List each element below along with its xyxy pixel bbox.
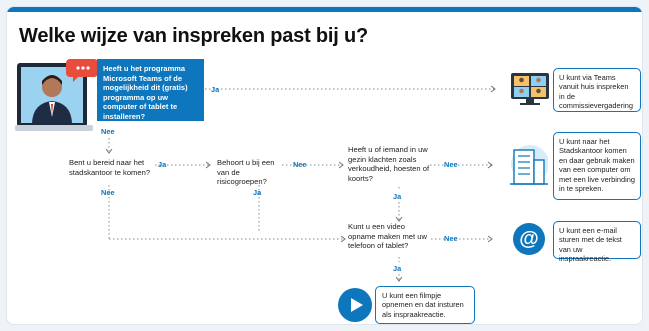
flowchart-page: Welke wijze van inspreken past bij u? [6,6,643,325]
label-ja-teams: Ja [211,85,220,94]
label-ja-q5: Ja [393,264,402,273]
outcome-video: U kunt een filmpje opnemen en dat instur… [375,286,475,324]
question-risicogroep: Behoort u bij een van de risicogroepen? [217,158,275,187]
svg-text:@: @ [519,228,539,250]
question-video: Kunt u een video opname maken met uw tel… [348,222,427,251]
question-klachten: Heeft u of iemand in uw gezin klachten z… [348,145,430,183]
question-teams: Heeft u het programma Microsoft Teams of… [97,59,204,121]
video-call-icon [510,71,550,107]
label-ja-q2: Ja [158,160,167,169]
outcome-email: U kunt een e-mail sturen met de tekst va… [553,221,641,263]
question-stadskantoor: Bent u bereid naar het stadskantoor te k… [69,158,151,177]
label-nee-q5: Nee [444,234,458,243]
label-nee-q1: Nee [101,127,115,136]
at-sign-icon: @ [512,222,546,256]
play-icon [338,288,372,322]
accent-bar [7,7,642,12]
label-nee-q2: Nee [101,188,115,197]
outcome-teams: U kunt via Teams vanuit huis inspreken i… [553,68,641,112]
label-nee-q4: Nee [444,160,458,169]
label-nee-q3: Nee [293,160,307,169]
label-ja-q3: Ja [253,188,262,197]
flow-connectors [105,85,496,282]
building-icon [508,140,549,188]
outcome-stadskantoor: U kunt naar het Stadskantoor komen en da… [553,132,641,200]
page-title: Welke wijze van inspreken past bij u? [19,25,369,47]
person-at-laptop-icon [15,57,101,137]
label-ja-q4: Ja [393,192,402,201]
